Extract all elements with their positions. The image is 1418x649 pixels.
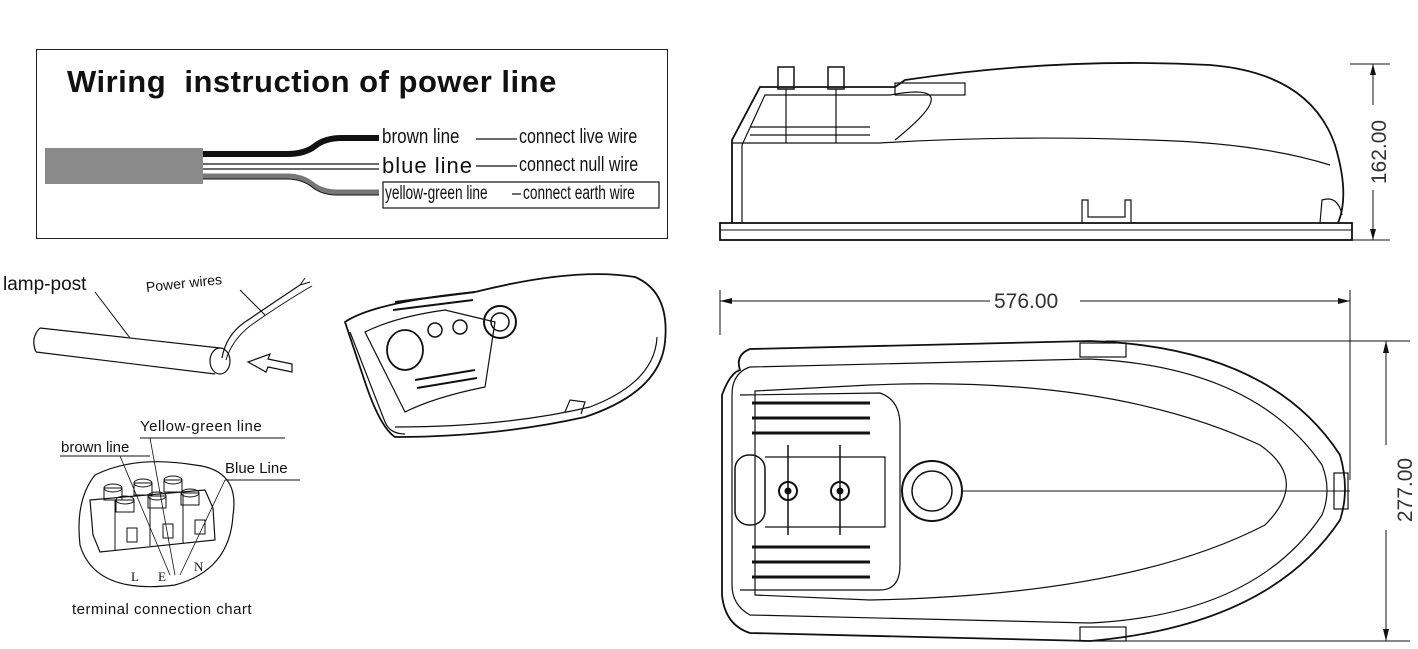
terminal-l-label: L [131, 569, 139, 584]
blue-line-action: connect null wire [519, 154, 639, 176]
length-dimension: 576.00 [994, 290, 1059, 313]
cable-jacket [45, 148, 203, 184]
brown-line-label: brown line [382, 126, 460, 148]
terminal-e-label: E [158, 569, 166, 584]
yellow-green-terminal-label: Yellow-green line [140, 418, 263, 435]
plan-outline [721, 340, 1346, 642]
lamp-post-sketch [33, 277, 313, 375]
brown-line-action: connect live wire [519, 126, 638, 148]
brown-terminal-label: brown line [61, 439, 130, 456]
side-base-plate [719, 222, 1353, 241]
wiring-title: Wiring instruction of power line [67, 64, 557, 99]
post-end [209, 347, 231, 375]
lamp-iso-view [343, 273, 667, 438]
blue-terminal-label: Blue Line [225, 460, 288, 477]
wiring-instruction-box: Wiring instruction of power line brown l… [36, 49, 668, 239]
terminal-chart-caption: terminal connection chart [72, 601, 253, 618]
side-body [731, 62, 1345, 224]
brown-wire [203, 135, 379, 157]
iso-housing [343, 273, 667, 438]
lamp-post-label: lamp-post [3, 274, 87, 295]
earth-label-frame [382, 181, 660, 209]
power-wires [221, 284, 301, 359]
terminal-sketch [60, 437, 300, 588]
blue-line-label: blue line [382, 153, 473, 178]
width-dimension: 277.00 [1394, 457, 1417, 523]
top-plan-view [719, 290, 1410, 642]
terminal-blob [78, 461, 235, 588]
side-elevation-view [719, 62, 1390, 241]
insert-arrow-icon [246, 352, 293, 373]
terminal-n-label: N [194, 559, 204, 574]
yellow-green-line-label: yellow-green line [385, 183, 488, 204]
yellow-green-wire [203, 173, 379, 195]
yellow-green-line-action: connect earth wire [523, 183, 635, 204]
cable-diagram [45, 135, 660, 209]
height-dimension: 162.00 [1368, 119, 1391, 185]
